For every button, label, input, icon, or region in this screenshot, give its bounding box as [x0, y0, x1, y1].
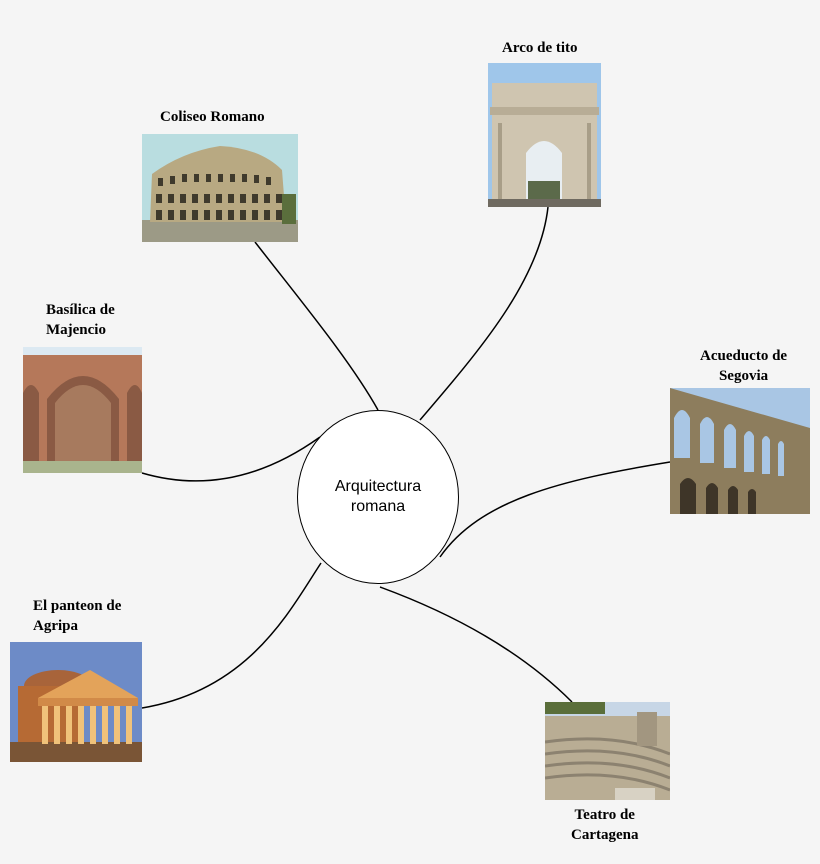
connector-coliseo [254, 241, 379, 411]
node-label-arco: Arco de tito [502, 40, 578, 56]
node-label-acueducto: Acueducto de Segovia [700, 348, 788, 384]
colosseum-photo [142, 134, 298, 242]
connector-panteon [141, 562, 322, 709]
aqueduct-photo [670, 388, 810, 514]
connector-arco [419, 206, 549, 421]
pantheon-photo [10, 642, 142, 762]
node-label-coliseo: Coliseo Romano [160, 109, 265, 125]
node-label-teatro: Teatro de Cartagena [571, 807, 639, 843]
connector-teatro [379, 586, 573, 703]
connector-basilica [141, 436, 321, 482]
node-label-panteon: El panteon de Agripa [33, 598, 122, 634]
central-concept-label: Arquitectura romana [334, 478, 422, 515]
basilica-photo [23, 347, 142, 473]
arch-of-titus-photo [488, 63, 601, 207]
node-label-basilica: Basílica de Majencio [46, 302, 115, 338]
theatre-photo [545, 702, 670, 800]
central-concept-node: Arquitectura romana [297, 410, 459, 584]
connector-acueducto [439, 461, 671, 558]
